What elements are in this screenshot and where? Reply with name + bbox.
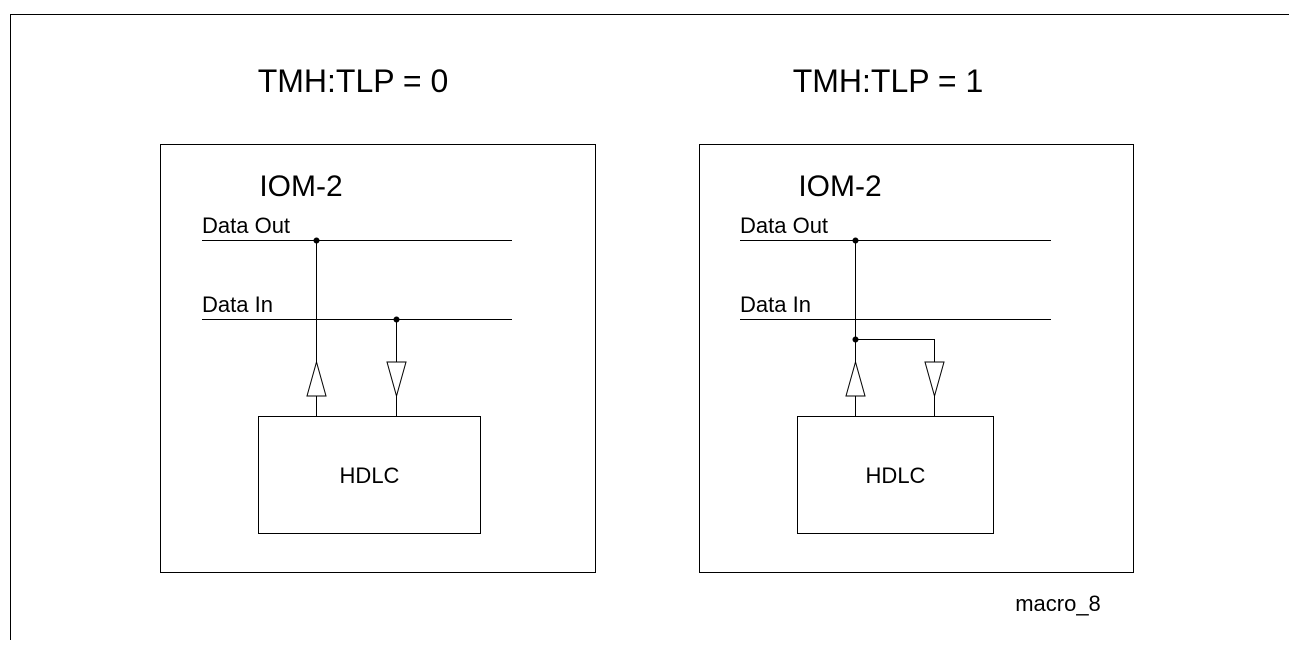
data-out-label: Data Out <box>740 213 828 238</box>
iom-2-label: IOM-2 <box>798 170 881 203</box>
panel-title: TMH:TLP = 0 <box>258 63 449 99</box>
data-in-label: Data In <box>202 292 273 317</box>
data-in-label: Data In <box>740 292 811 317</box>
panel-tlp-1: TMH:TLP = 1 IOM-2 Data Out Data In HDLC <box>700 63 1134 573</box>
data-out-junction-dot <box>314 238 320 244</box>
loopback-junction-dot <box>853 337 859 343</box>
loopback-wire <box>856 340 935 417</box>
figure-id-label: macro_8 <box>1015 591 1101 616</box>
up-arrow-icon <box>846 362 865 396</box>
iom-2-label: IOM-2 <box>259 170 342 203</box>
panel-title: TMH:TLP = 1 <box>793 63 984 99</box>
down-arrow-icon <box>925 362 944 396</box>
up-arrow-icon <box>307 362 326 396</box>
outer-frame <box>11 15 1289 641</box>
iom-2-box <box>161 145 596 573</box>
data-out-junction-dot <box>853 238 859 244</box>
hdlc-label: HDLC <box>340 463 400 488</box>
data-out-label: Data Out <box>202 213 290 238</box>
panel-tlp-0: TMH:TLP = 0 IOM-2 Data Out Data In HDLC <box>161 63 596 573</box>
hdlc-label: HDLC <box>866 463 926 488</box>
data-in-junction-dot <box>394 317 400 323</box>
iom-2-box <box>700 145 1134 573</box>
down-arrow-icon <box>387 362 406 396</box>
